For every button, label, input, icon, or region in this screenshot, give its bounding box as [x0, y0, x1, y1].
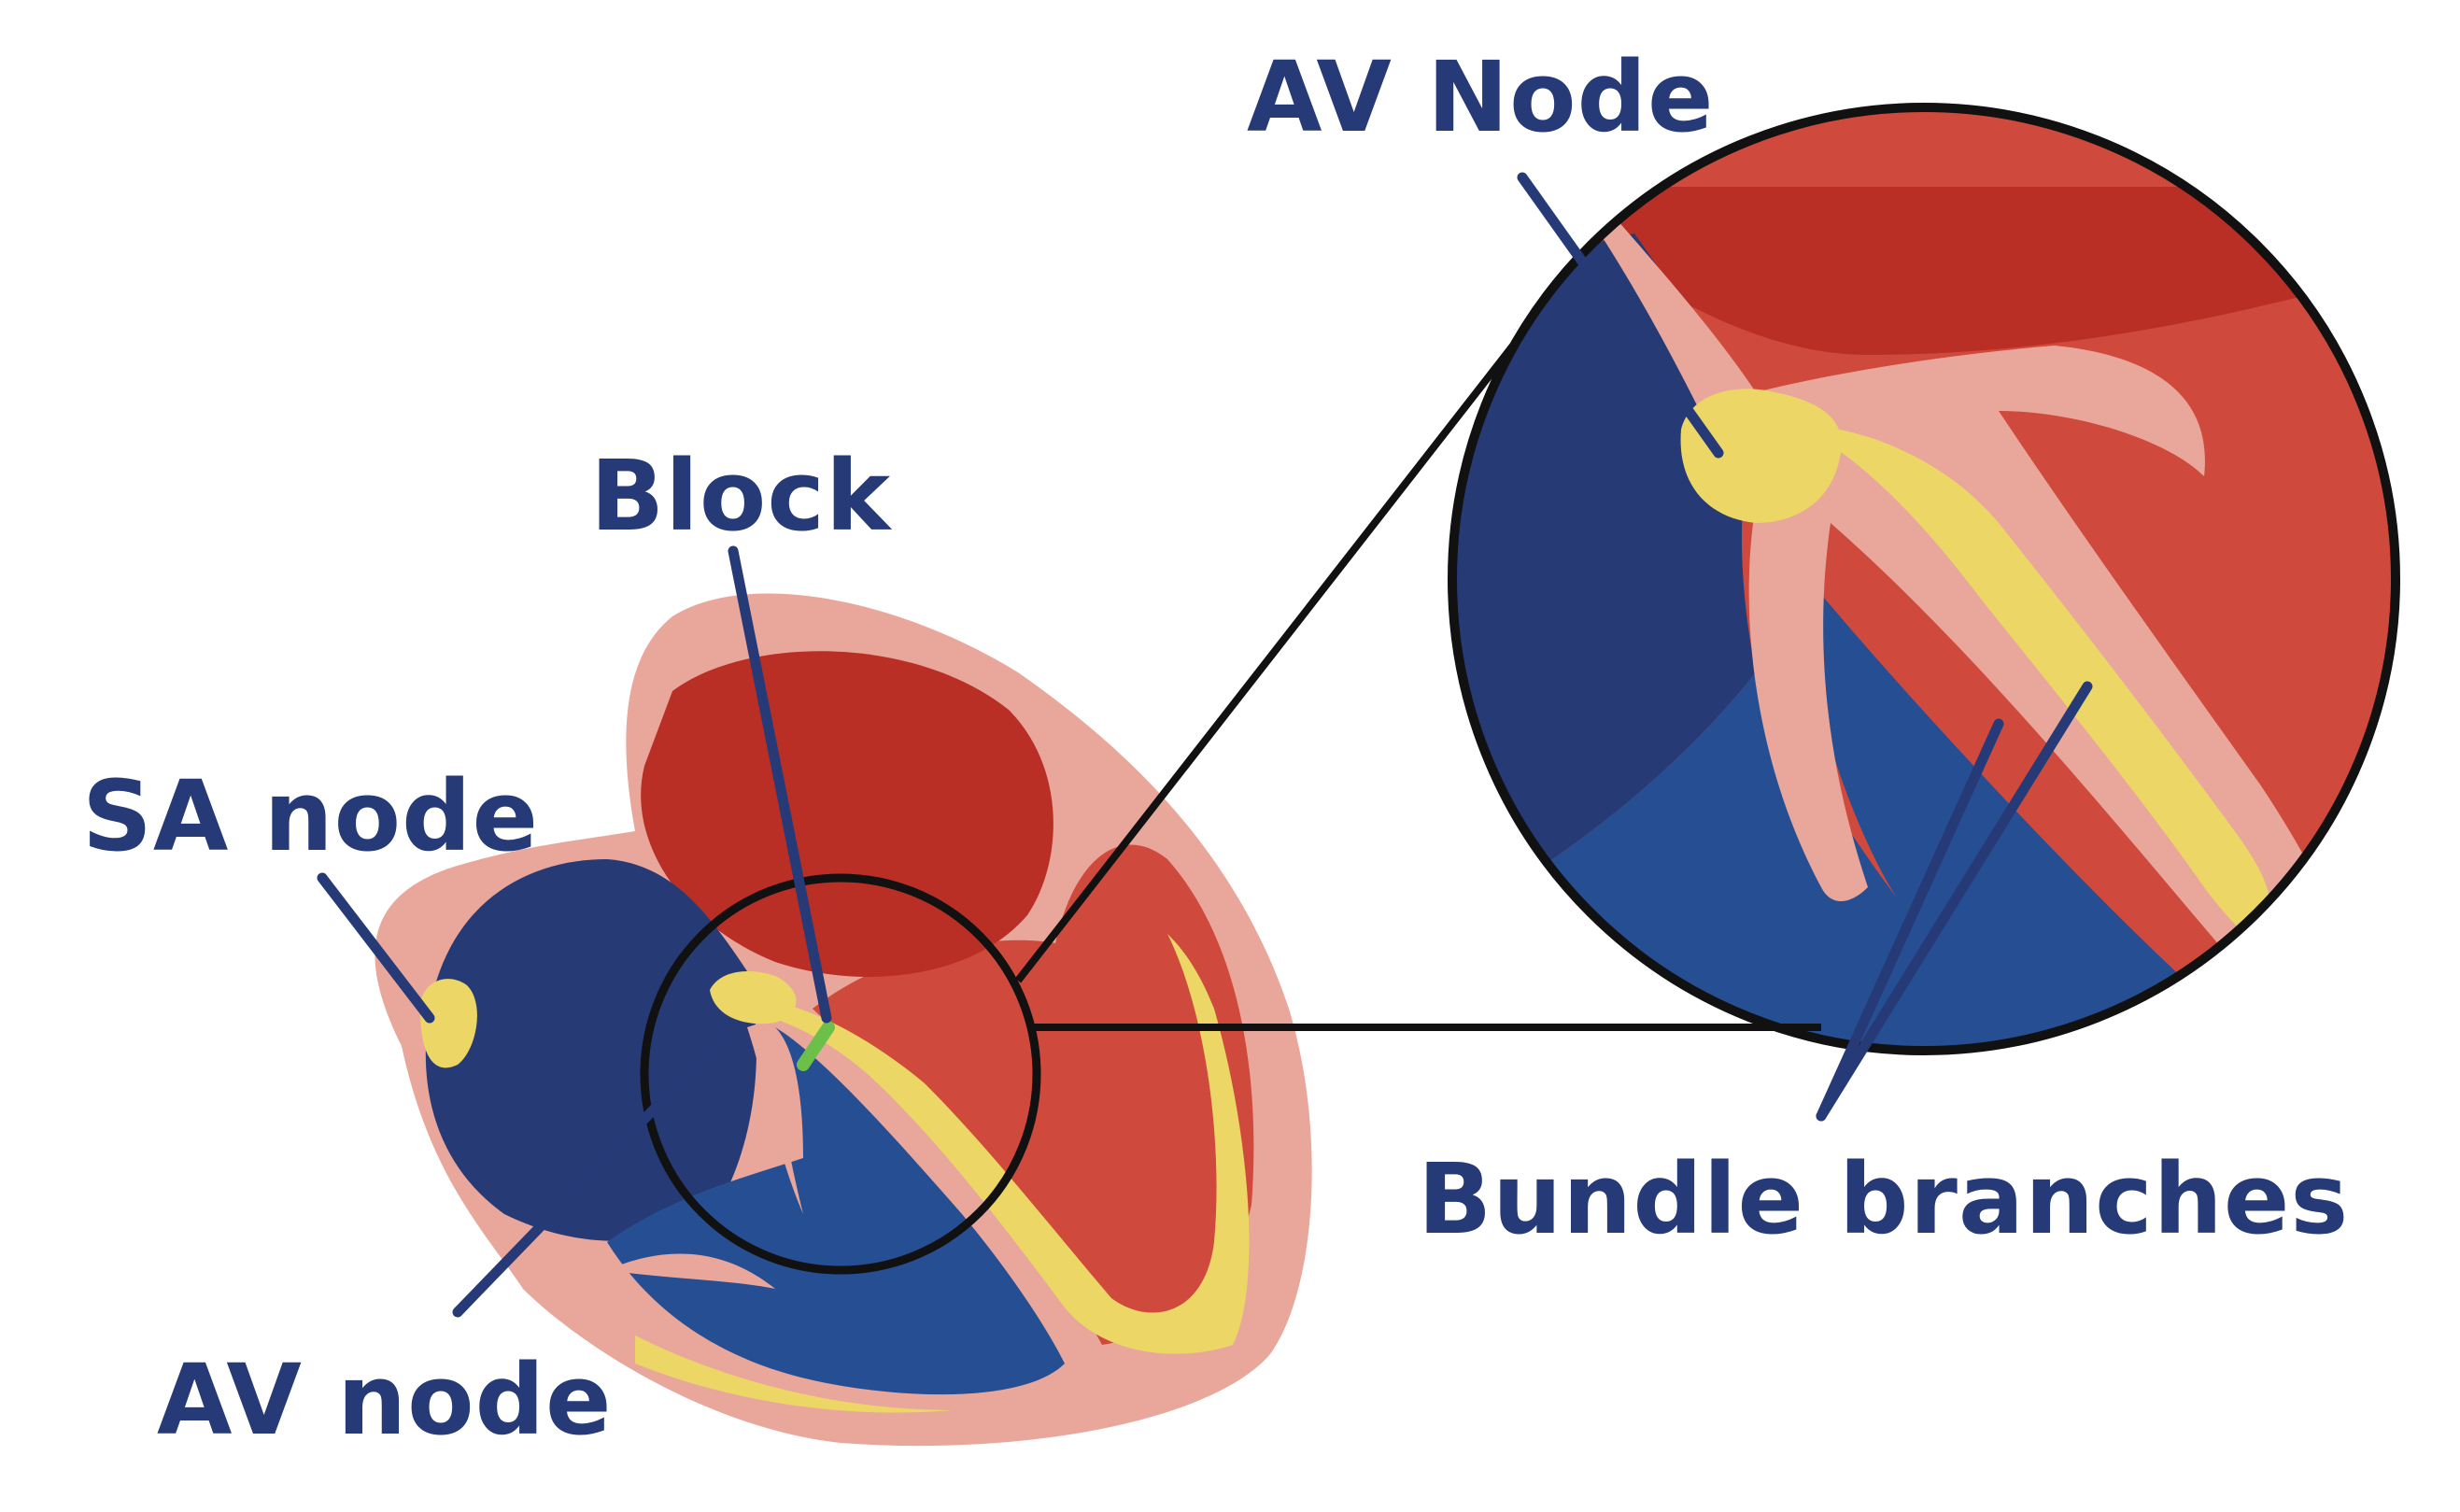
sa-node [420, 979, 477, 1068]
label-sa-node: SA node [82, 759, 539, 873]
zoom-circle-outline [1448, 103, 2400, 1055]
pointer-av-node-small [452, 1022, 739, 1318]
heart [375, 593, 1312, 1447]
av-node-small [710, 971, 797, 1024]
pointer-bundle-2 [1816, 681, 2093, 1122]
zoom-atrium-red [1588, 187, 2396, 355]
right-atrium [425, 859, 756, 1241]
right-ventricle [607, 1027, 1065, 1395]
label-av-node-small: AV node [157, 1343, 613, 1457]
zoom-av-node [1680, 389, 1842, 523]
label-bundle-branches: Bundle branches [1418, 1142, 2349, 1256]
heart-septum-branch [607, 1253, 775, 1289]
connector-upper [1014, 343, 1517, 983]
label-block: Block [590, 439, 893, 553]
pointer-bundle-1 [1816, 718, 2004, 1122]
pointer-sa-node [317, 872, 435, 1024]
label-av-node-zoom: AV Node [1247, 40, 1715, 154]
pointer-lines [317, 172, 2093, 1318]
left-atrium [641, 651, 1053, 977]
conduction-branch-lower [635, 1335, 953, 1413]
pointer-block [728, 545, 832, 1024]
block-marker [797, 1021, 835, 1071]
magnifier-circle [640, 873, 1041, 1275]
conduction-bundle [747, 934, 1250, 1354]
heart-septum [747, 1018, 803, 1214]
zoom-bundle [1821, 430, 2272, 943]
pointer-av-node-zoom [1517, 172, 1724, 459]
